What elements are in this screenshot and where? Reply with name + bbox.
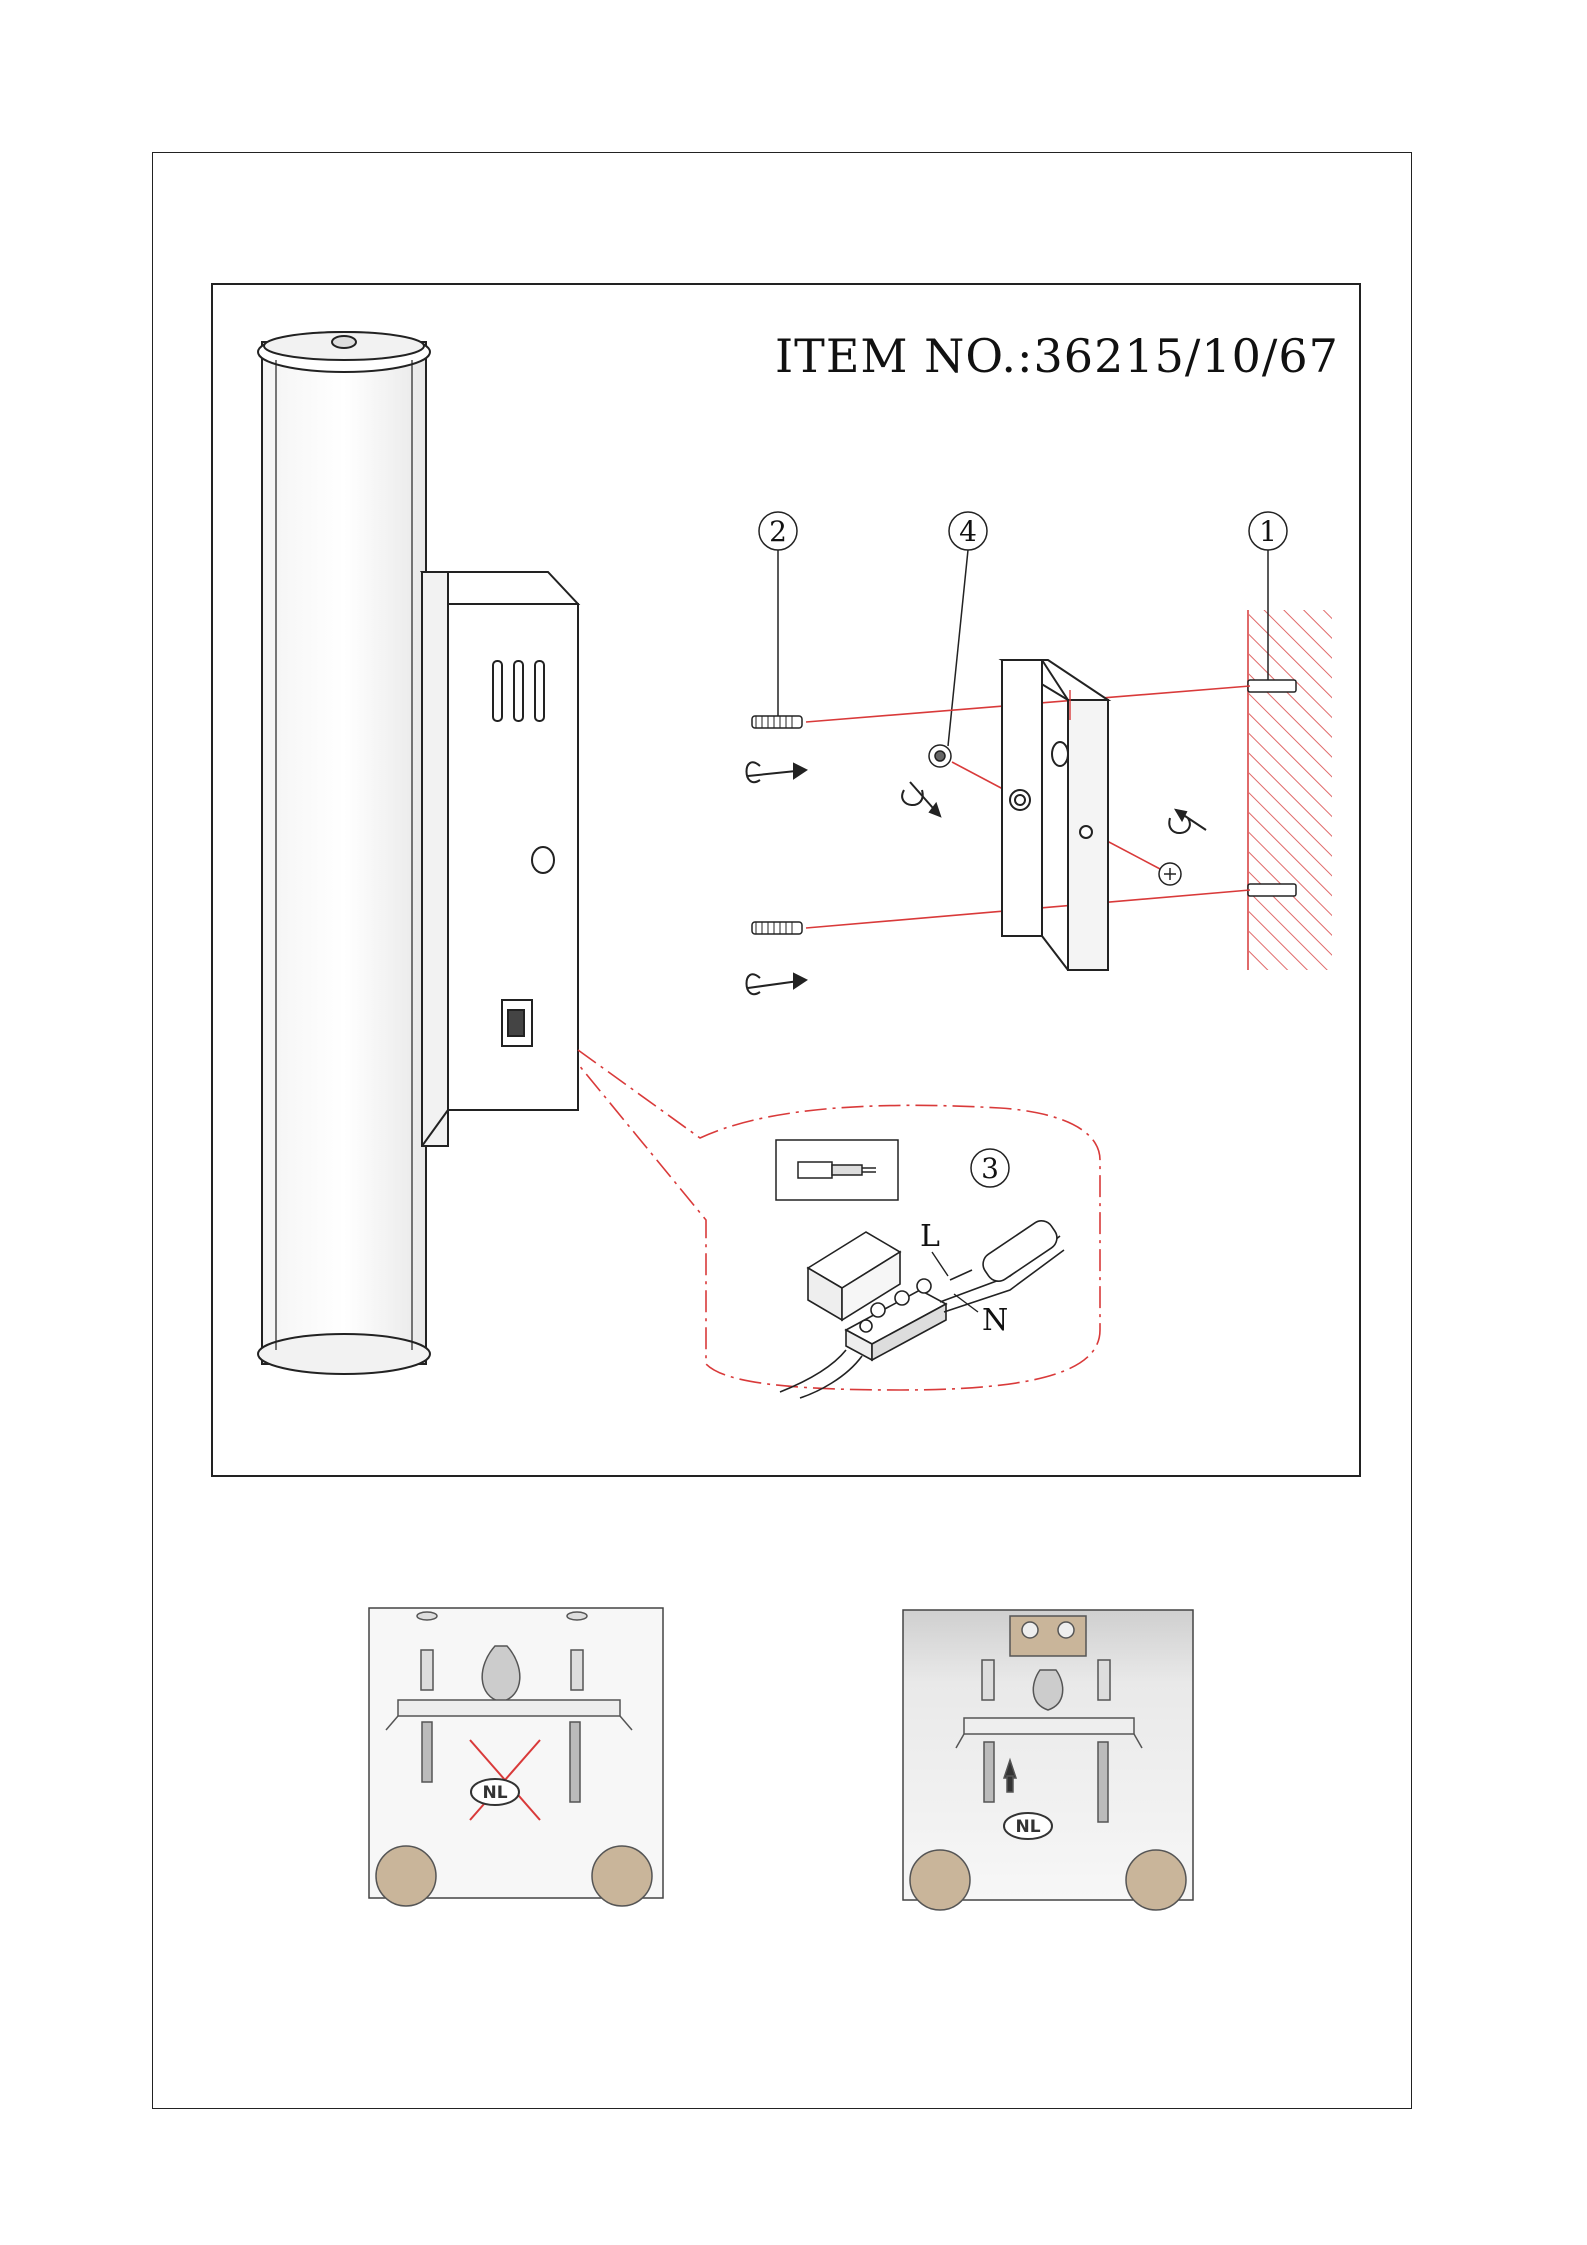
nl-badge-left: NL [482,1783,507,1803]
lamp-cylinder-icon [258,332,430,1374]
callout-4: 4 [948,512,987,746]
callout-3: 3 [971,1149,1009,1187]
rotate-arrow-icon [747,762,1207,994]
guide-photo-right: NL [903,1610,1193,1910]
wall-icon [1248,610,1332,970]
svg-text:2: 2 [769,515,787,548]
bracket-screw-icon [929,745,1181,885]
detail-bubble [578,1050,1100,1390]
nl-badge-right: NL [1015,1817,1040,1837]
item-number: ITEM NO.:36215/10/67 [775,329,1339,383]
svg-text:3: 3 [981,1152,999,1185]
screw-icon [752,716,802,934]
guide-photo-left: NL [369,1608,663,1906]
neutral-label: N [982,1303,1008,1338]
live-label: L [920,1219,940,1254]
svg-text:1: 1 [1259,515,1277,548]
callout-2: 2 [759,512,797,716]
wall-bracket-icon [1002,660,1108,970]
lamp-junction-box [422,572,578,1146]
svg-text:4: 4 [959,515,977,548]
stripped-wire-icon [776,1140,898,1200]
